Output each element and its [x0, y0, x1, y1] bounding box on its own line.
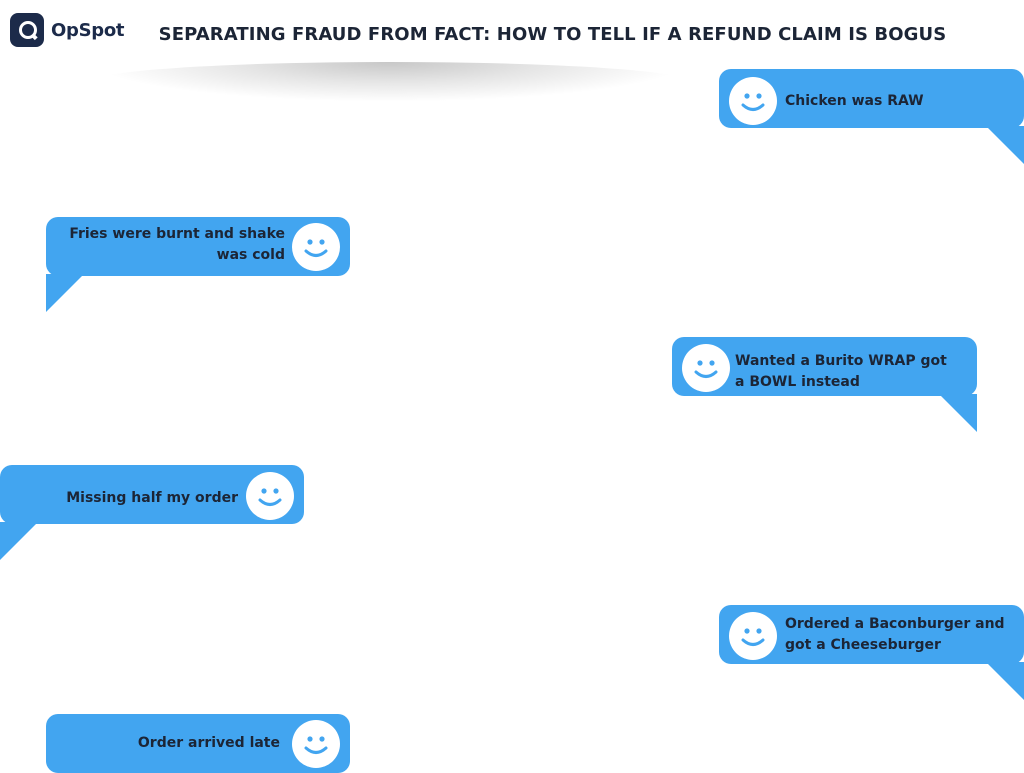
smiley-face-icon	[729, 77, 777, 125]
opspot-logo[interactable]: OpSpot	[10, 13, 125, 47]
page-header: OpSpot SEPARATING FRAUD FROM FACT: HOW T…	[0, 0, 1024, 66]
message-text: Wanted a Burito WRAP got a BOWL instead	[735, 353, 947, 390]
brand-name: OpSpot	[51, 19, 125, 41]
smiley-face-icon	[292, 223, 340, 271]
smiley-face-icon	[682, 344, 730, 392]
message-text: Fries were burnt and shake was cold	[69, 226, 285, 263]
page-title: SEPARATING FRAUD FROM FACT: HOW TO TELL …	[158, 24, 947, 45]
message-text: Missing half my order	[66, 490, 238, 506]
message-text: Ordered a Baconburger and got a Cheesebu…	[785, 616, 1005, 653]
smiley-face-icon	[729, 612, 777, 660]
smiley-face-icon	[292, 720, 340, 768]
message-text: Order arrived late	[137, 735, 280, 751]
message-text: Chicken was RAW	[785, 93, 924, 109]
opspot-logo-icon	[10, 13, 44, 47]
smiley-face-icon	[246, 472, 294, 520]
header-shadow	[90, 62, 690, 102]
